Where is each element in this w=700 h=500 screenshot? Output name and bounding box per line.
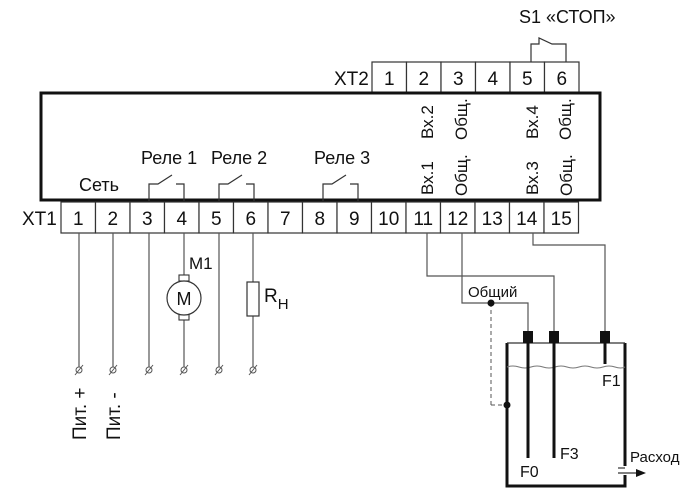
xt1-terminal-4: 4 — [163, 201, 200, 234]
screw-terminal-slash — [179, 364, 189, 376]
screw-terminal-slash — [214, 364, 224, 376]
xt1-terminal-11: 11 — [405, 201, 442, 234]
xt1-terminal-8: 8 — [301, 201, 338, 234]
motor-designator: M1 — [189, 254, 213, 273]
xt1-terminal-number: 13 — [482, 209, 503, 230]
xt1-terminal-9: 9 — [336, 201, 373, 234]
output-wires — [78, 233, 254, 368]
power-minus-label: Пит. - — [104, 392, 125, 440]
screw-terminals — [74, 364, 258, 376]
xt2-label: XT2 — [334, 69, 369, 90]
xt1-terminal-5: 5 — [198, 201, 235, 234]
label-com1: Общ. — [452, 154, 471, 196]
xt1-terminal-10: 10 — [370, 201, 407, 234]
xt1-terminal-number: 11 — [413, 209, 433, 230]
switch-s1-label: S1 «СТОП» — [519, 7, 616, 27]
xt2-terminal-number: 5 — [522, 69, 533, 90]
xt1-terminal-12: 12 — [439, 201, 476, 234]
power-plus-label: Пит. + — [70, 387, 91, 440]
label-com2: Общ. — [452, 98, 471, 140]
relay2-label: Реле 2 — [211, 148, 267, 168]
xt2-terminal-strip: 1 2 3 4 5 6 — [371, 61, 580, 94]
switch-s1-symbol — [530, 37, 567, 62]
xt1-terminal-13: 13 — [474, 201, 511, 234]
sensor-wires — [426, 233, 606, 409]
xt1-terminal-number: 6 — [245, 209, 256, 230]
electrode-f3 — [549, 331, 559, 458]
xt1-terminal-number: 3 — [142, 209, 153, 230]
xt1-terminal-number: 12 — [447, 209, 468, 230]
xt1-terminal-number: 8 — [314, 209, 325, 230]
xt1-terminal-number: 10 — [378, 209, 399, 230]
xt1-terminal-number: 14 — [516, 209, 538, 230]
xt1-terminal-number: 2 — [107, 209, 118, 230]
xt2-terminal-5: 5 — [509, 61, 546, 94]
label-in3: Вх.3 — [523, 161, 542, 195]
controller-body — [39, 91, 602, 202]
xt2-terminal-number: 4 — [487, 69, 498, 90]
motor-m1-symbol: M — [166, 274, 202, 321]
xt1-terminal-number: 5 — [211, 209, 222, 230]
xt2-terminal-4: 4 — [474, 61, 511, 94]
xt1-terminal-1: 1 — [60, 201, 97, 234]
xt1-terminal-14: 14 — [508, 201, 545, 234]
xt1-terminal-7: 7 — [267, 201, 304, 234]
xt1-terminal-number: 1 — [73, 209, 84, 230]
relay1-contact — [148, 174, 185, 201]
xt1-terminal-number: 4 — [176, 209, 187, 230]
xt1-terminal-15: 15 — [543, 201, 580, 234]
label-in2: Вх.2 — [418, 105, 437, 139]
relay2-contact — [218, 174, 255, 201]
xt1-terminal-number: 7 — [280, 209, 291, 230]
xt2-terminal-number: 3 — [453, 69, 464, 90]
input-labels: Вх.2 Общ. Вх.4 Общ. Вх.1 Общ. Вх.3 Общ. — [418, 98, 576, 196]
xt1-terminal-number: 15 — [551, 209, 572, 230]
xt2-terminal-1: 1 — [371, 61, 408, 94]
xt2-terminal-3: 3 — [440, 61, 477, 94]
xt1-terminal-2: 2 — [94, 201, 131, 234]
electrode-f3-label: F3 — [560, 446, 579, 463]
xt2-terminal-number: 1 — [384, 69, 395, 90]
xt1-terminal-3: 3 — [129, 201, 166, 234]
outflow-label: Расход — [630, 449, 680, 466]
xt2-terminal-2: 2 — [405, 61, 442, 94]
screw-terminal-slash — [248, 364, 258, 376]
power-label: Сеть — [79, 175, 119, 195]
label-in1: Вх.1 — [418, 161, 437, 195]
electrode-f0 — [523, 331, 533, 458]
relay3-contact — [322, 174, 359, 201]
label-in4: Вх.4 — [523, 105, 542, 139]
electrode-f0-label: F0 — [520, 464, 539, 481]
label-com3: Общ. — [557, 154, 576, 196]
xt2-terminal-number: 2 — [418, 69, 429, 90]
xt1-terminal-number: 9 — [349, 209, 360, 230]
label-com4: Общ. — [556, 98, 575, 140]
xt2-terminal-6: 6 — [543, 61, 580, 94]
xt1-terminal-6: 6 — [232, 201, 269, 234]
xt1-label: XT1 — [22, 209, 57, 230]
load-designator: RH — [264, 286, 289, 313]
screw-terminal-slash — [108, 364, 118, 376]
relay3-label: Реле 3 — [314, 148, 370, 168]
relay1-label: Реле 1 — [141, 148, 197, 168]
motor-symbol-letter: M — [177, 289, 192, 309]
common-wire-label: Общий — [468, 284, 517, 301]
electrode-f1 — [600, 331, 610, 364]
xt2-terminal-number: 6 — [556, 69, 567, 90]
screw-terminal-slash — [144, 364, 154, 376]
screw-terminal-slash — [74, 364, 84, 376]
electrode-f1-label: F1 — [602, 373, 621, 390]
load-resistor-symbol — [246, 281, 260, 317]
